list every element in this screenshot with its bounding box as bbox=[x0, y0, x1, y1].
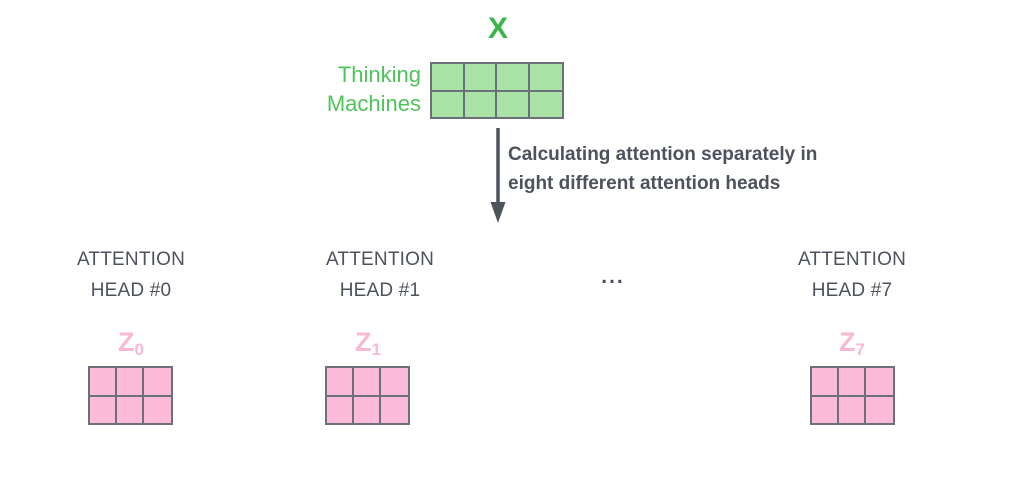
attention-head-0-title: ATTENTION HEAD #0 bbox=[21, 244, 241, 306]
matrix-cell bbox=[839, 396, 867, 423]
input-token-labels: Thinking Machines bbox=[255, 60, 421, 118]
output-subscript: 1 bbox=[371, 340, 381, 359]
matrix-row bbox=[432, 91, 563, 117]
output-label-z7: Z7 bbox=[792, 326, 912, 362]
output-label-z0: Z0 bbox=[71, 326, 191, 362]
output-symbol: Z bbox=[355, 327, 372, 357]
token-label-machines: Machines bbox=[326, 91, 421, 116]
matrix-cell bbox=[327, 396, 355, 423]
matrix-cell bbox=[464, 64, 498, 92]
matrix-cell bbox=[327, 368, 355, 397]
matrix-cell bbox=[354, 396, 382, 423]
attention-head-1-title: ATTENTION HEAD #1 bbox=[270, 244, 490, 306]
matrix-row bbox=[812, 368, 894, 397]
matrix-cell bbox=[497, 91, 530, 117]
matrix-cell bbox=[90, 396, 118, 423]
head-title-line-2: HEAD #7 bbox=[811, 280, 893, 301]
matrix-row bbox=[812, 396, 894, 423]
matrix-cell bbox=[839, 368, 867, 397]
output-matrix-z1 bbox=[325, 366, 410, 425]
annotation-line-1: Calculating attention separately in bbox=[508, 144, 818, 165]
output-symbol: Z bbox=[118, 327, 135, 357]
annotation-text: Calculating attention separately in eigh… bbox=[508, 140, 908, 198]
matrix-cell bbox=[144, 368, 172, 397]
matrix-cell bbox=[432, 64, 465, 92]
matrix-cell bbox=[812, 396, 840, 423]
head-title-line-2: HEAD #1 bbox=[339, 280, 421, 301]
head-title-line-1: ATTENTION bbox=[76, 249, 186, 270]
head-title-line-2: HEAD #0 bbox=[90, 280, 172, 301]
attention-head-7-title: ATTENTION HEAD #7 bbox=[742, 244, 962, 306]
matrix-row bbox=[432, 64, 563, 92]
matrix-cell bbox=[529, 64, 563, 92]
output-subscript: 0 bbox=[134, 340, 144, 359]
input-matrix-x bbox=[430, 62, 564, 119]
output-label-z1: Z1 bbox=[308, 326, 428, 362]
matrix-cell bbox=[90, 368, 118, 397]
token-label-thinking: Thinking bbox=[337, 62, 421, 87]
matrix-row bbox=[327, 396, 409, 423]
matrix-cell bbox=[529, 91, 563, 117]
matrix-cell bbox=[354, 368, 382, 397]
ellipsis-indicator: ... bbox=[601, 265, 625, 288]
matrix-cell bbox=[381, 368, 409, 397]
head-title-line-1: ATTENTION bbox=[325, 249, 435, 270]
matrix-cell bbox=[117, 396, 145, 423]
output-matrix-z0 bbox=[88, 366, 173, 425]
matrix-cell bbox=[464, 91, 498, 117]
matrix-cell bbox=[497, 64, 530, 92]
matrix-row bbox=[90, 396, 172, 423]
down-arrow-icon bbox=[490, 128, 506, 224]
annotation-line-2: eight different attention heads bbox=[508, 173, 781, 194]
matrix-cell bbox=[117, 368, 145, 397]
input-matrix-label: X bbox=[487, 12, 508, 45]
matrix-cell bbox=[144, 396, 172, 423]
matrix-cell bbox=[866, 368, 894, 397]
matrix-row bbox=[327, 368, 409, 397]
matrix-cell bbox=[866, 396, 894, 423]
output-symbol: Z bbox=[839, 327, 856, 357]
matrix-cell bbox=[812, 368, 840, 397]
matrix-cell bbox=[432, 91, 465, 117]
output-matrix-z7 bbox=[810, 366, 895, 425]
output-subscript: 7 bbox=[855, 340, 865, 359]
matrix-row bbox=[90, 368, 172, 397]
matrix-cell bbox=[381, 396, 409, 423]
head-title-line-1: ATTENTION bbox=[797, 249, 907, 270]
